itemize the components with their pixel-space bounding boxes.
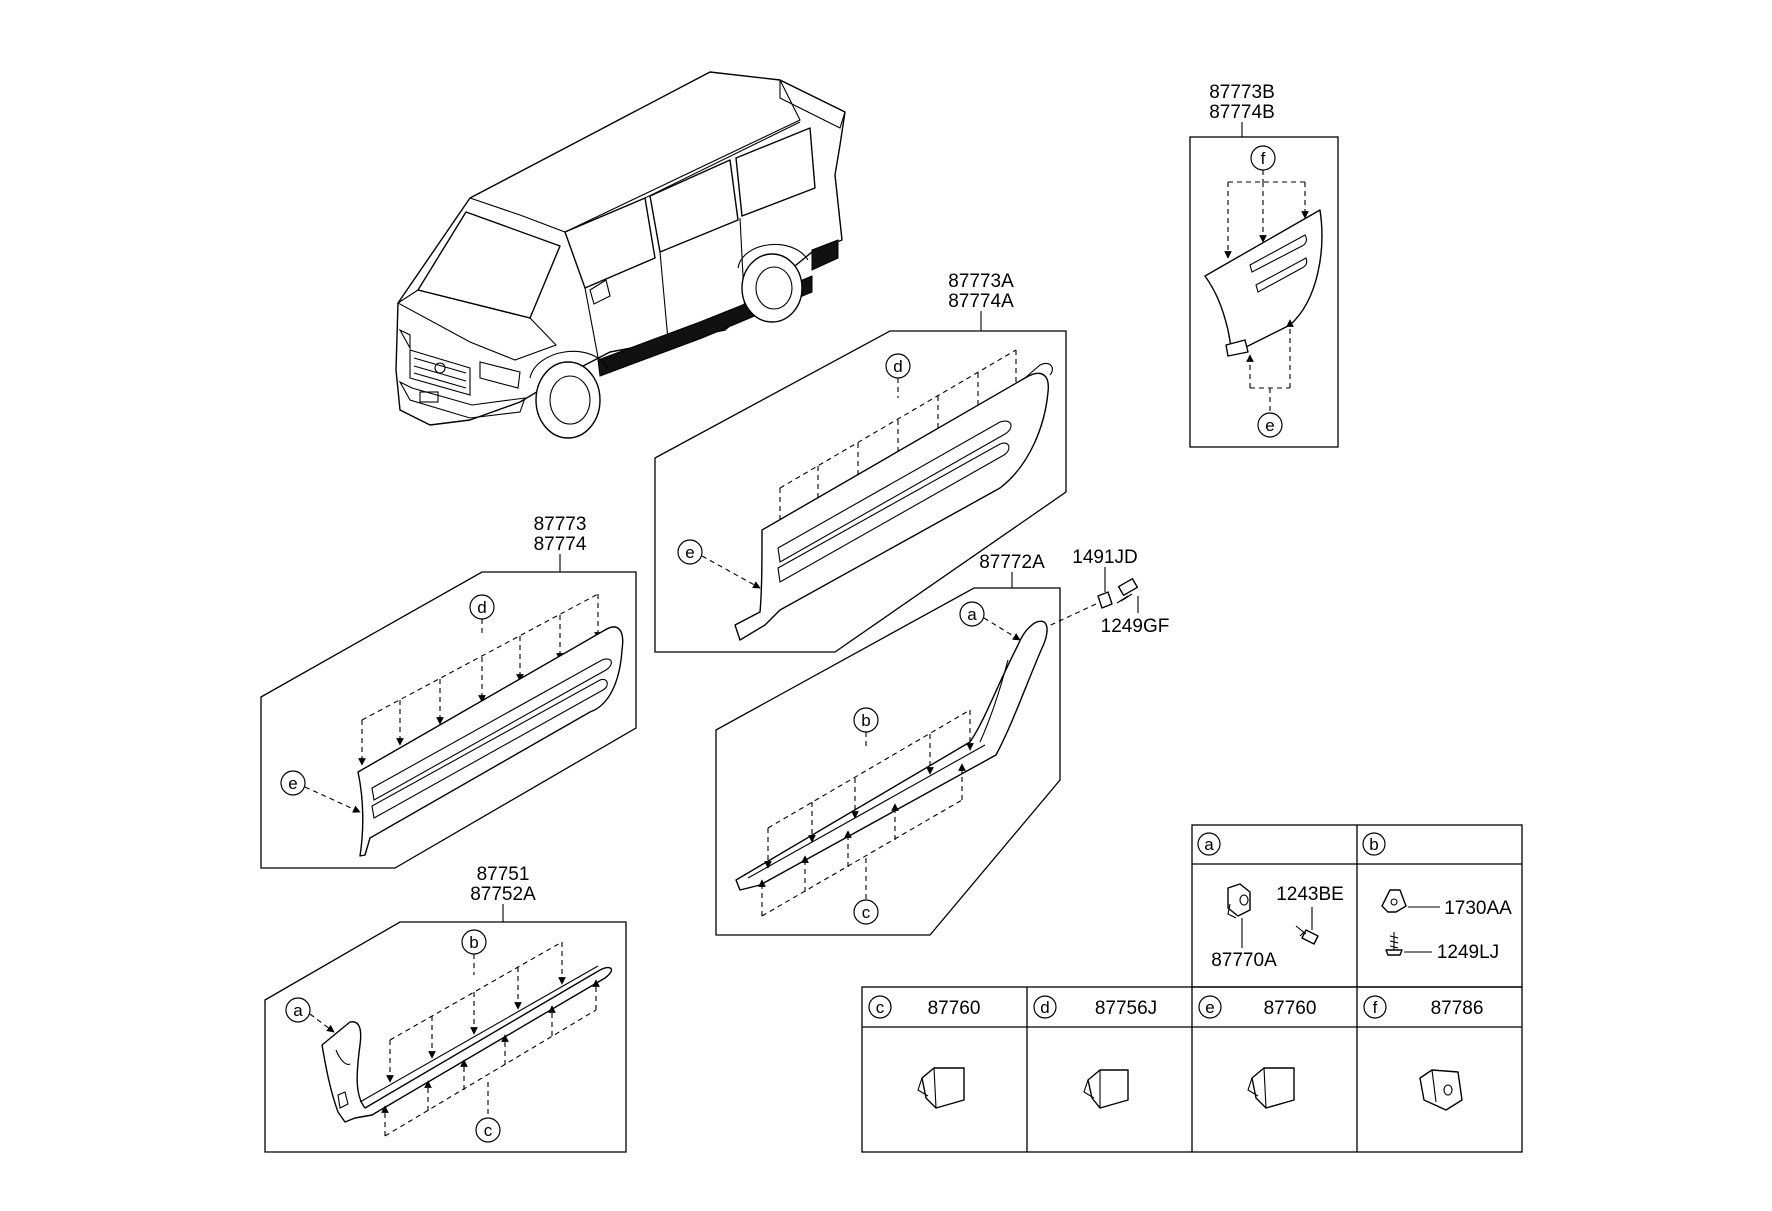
clip-letter-b: b <box>469 933 478 952</box>
part-number-87786: 87786 <box>1431 998 1484 1019</box>
clip-letter-f: f <box>1261 149 1266 168</box>
part-number-1491JD: 1491JD <box>1072 547 1138 568</box>
group-sill-moulding-left: 87751 87752A a b c <box>264 864 627 1153</box>
legend-cell-c: c 87760 <box>868 995 981 1109</box>
part-number-87773B: 87773B <box>1209 82 1275 103</box>
legend-letter-b: b <box>1369 835 1378 854</box>
part-number-87751: 87751 <box>477 864 530 885</box>
part-number-87774: 87774 <box>534 534 587 555</box>
legend-letter-d: d <box>1040 998 1049 1017</box>
legend-letter-f: f <box>1373 998 1378 1017</box>
clip-letter-d: d <box>893 357 902 376</box>
clip-87756J-icon <box>1083 1069 1129 1109</box>
legend-cell-d: d 87756J <box>1033 995 1157 1109</box>
fastener-legend-table: a 1243BE 87770A b <box>861 824 1523 1153</box>
legend-letter-c: c <box>876 998 885 1017</box>
legend-cell-f: f 87786 <box>1363 995 1484 1111</box>
part-number-87774A: 87774A <box>948 291 1014 312</box>
group-upper-front-moulding: 87773B 87774B f e <box>1189 82 1339 448</box>
clip-callout-a <box>285 997 311 1023</box>
clip-letter-c: c <box>862 903 871 922</box>
part-number-87760: 87760 <box>1264 998 1317 1019</box>
group-rear-door-moulding: 87773 87774 d e <box>260 514 637 869</box>
clip-letter-c: c <box>484 1121 493 1140</box>
part-number-1243BE: 1243BE <box>1276 884 1344 905</box>
clip-callout-e <box>1257 412 1283 438</box>
part-number-87773: 87773 <box>534 514 587 535</box>
clip-letter-a: a <box>293 1001 303 1020</box>
clip-callout-c <box>853 899 879 925</box>
legend-letter-e: e <box>1205 998 1214 1017</box>
legend-cell-e: e 87760 <box>1198 995 1317 1109</box>
clip-callout-a <box>959 601 985 627</box>
part-number-87760: 87760 <box>928 998 981 1019</box>
part-number-1249LJ: 1249LJ <box>1437 942 1499 963</box>
clip-callout-e <box>280 770 306 796</box>
nut-1491JD <box>1097 591 1113 609</box>
clip-87760-icon <box>917 1067 965 1109</box>
clip-letter-b: b <box>861 711 870 730</box>
part-number-87756J: 87756J <box>1095 998 1157 1019</box>
group-frame <box>260 571 637 869</box>
clip-letter-d: d <box>477 598 486 617</box>
clip-callout-e <box>677 539 703 565</box>
part-number-87773A: 87773A <box>948 271 1014 292</box>
group-frame <box>1189 136 1339 448</box>
legend-letter-a: a <box>1204 835 1214 854</box>
clip-1730AA-icon <box>1381 889 1407 913</box>
part-number-87772A: 87772A <box>979 552 1045 573</box>
screw-1249LJ-icon <box>1385 932 1403 956</box>
clip-87786-icon <box>1419 1069 1463 1111</box>
group-front-door-moulding: 87773A 87774A d e <box>654 271 1067 653</box>
part-number-1249GF: 1249GF <box>1101 616 1170 637</box>
van-illustration <box>395 71 846 439</box>
clip-letter-a: a <box>967 605 977 624</box>
group-frame <box>715 587 1061 936</box>
legend-cell-a: a 1243BE 87770A <box>1197 832 1344 971</box>
screw-1243BE-icon <box>1295 925 1319 945</box>
clip-letter-e: e <box>288 774 297 793</box>
part-number-87774B: 87774B <box>1209 102 1275 123</box>
clip-87770A-icon <box>1227 883 1251 919</box>
group-frame <box>654 330 1067 653</box>
clip-callout-c <box>475 1117 501 1143</box>
bolt-1249GF <box>1116 577 1139 604</box>
part-number-87770A: 87770A <box>1211 950 1277 971</box>
group-frame <box>264 921 627 1153</box>
clip-87760-icon <box>1247 1067 1295 1109</box>
clip-letter-e: e <box>1265 416 1274 435</box>
part-number-87752A: 87752A <box>470 884 536 905</box>
legend-cell-b: b 1730AA 1249LJ <box>1362 832 1512 963</box>
clip-letter-e: e <box>685 543 694 562</box>
group-sill-moulding-right: 87772A 1491JD 1249GF a b <box>715 547 1170 936</box>
part-number-1730AA: 1730AA <box>1444 898 1512 919</box>
